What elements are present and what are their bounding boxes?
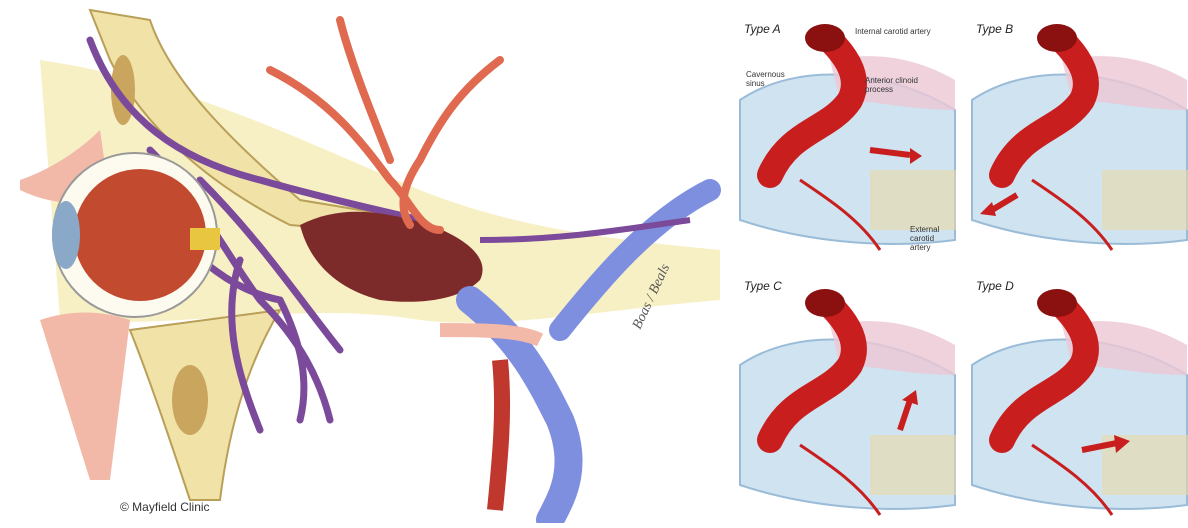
retina <box>74 169 206 301</box>
label-anterior-clinoid: Anterior clinoid process <box>865 76 925 94</box>
tissue-band <box>440 330 540 340</box>
barrow-classification-panels: Type A Internal carotid artery Cavernous… <box>730 0 1188 523</box>
type-b-label: Type B <box>976 22 1013 36</box>
type-c-label: Type C <box>744 279 782 293</box>
lower-bone-cavity <box>172 365 208 435</box>
type-a-label: Type A <box>744 22 781 36</box>
panel-type-c: Type C <box>730 265 956 523</box>
orbit-anatomy-drawing: Boas / Beals <box>0 0 730 523</box>
copyright-credit: © Mayfield Clinic <box>120 500 210 514</box>
cornea <box>52 201 80 269</box>
panel-type-a: Type A Internal carotid artery Cavernous… <box>730 0 956 258</box>
type-d-label: Type D <box>976 279 1014 293</box>
lower-eyelid <box>40 313 130 481</box>
panel-type-d: Type D <box>962 265 1188 523</box>
panel-a-drawing <box>730 0 956 258</box>
panel-c-drawing <box>730 265 956 523</box>
bone-base <box>870 170 956 230</box>
label-external-carotid: External carotid artery <box>910 225 955 252</box>
bone-base <box>1102 170 1188 230</box>
bone-base <box>870 435 956 495</box>
eye-orbit-illustration: Boas / Beals © Mayfield Clinic <box>0 0 730 523</box>
panel-d-drawing <box>962 265 1188 523</box>
carotid-artery <box>495 360 502 510</box>
artery-lumen <box>805 289 845 317</box>
panel-b-drawing <box>962 0 1188 258</box>
optic-nerve <box>190 228 220 250</box>
panel-type-b: Type B <box>962 0 1188 258</box>
artery-lumen <box>805 24 845 52</box>
artery-lumen <box>1037 289 1077 317</box>
label-cavernous-sinus: Cavernous sinus <box>746 70 786 88</box>
label-internal-carotid: Internal carotid artery <box>855 27 931 36</box>
artery-lumen <box>1037 24 1077 52</box>
